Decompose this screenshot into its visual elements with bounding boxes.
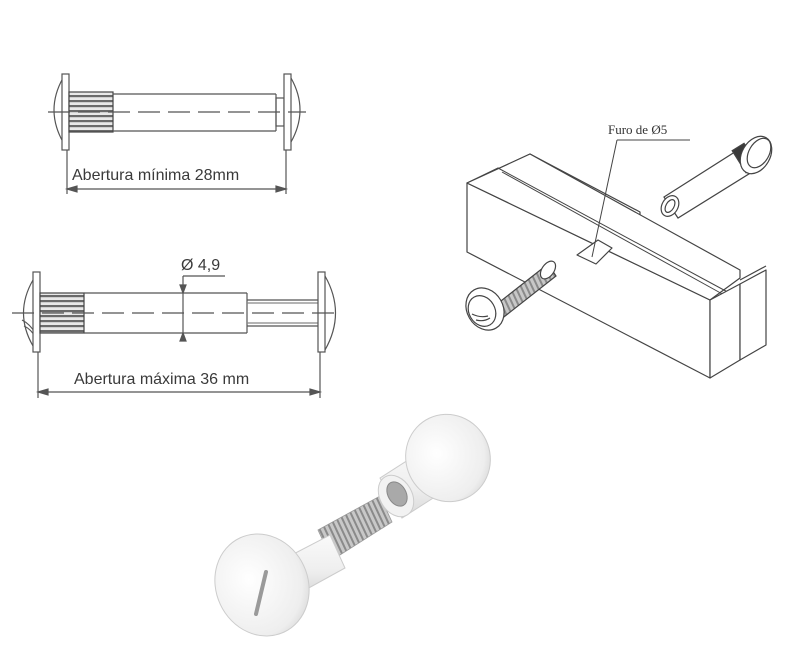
diameter-label: Ø 4,9 bbox=[181, 257, 220, 274]
max-opening-label: Abertura máxima 36 mm bbox=[74, 371, 249, 388]
isometric-screw bbox=[465, 260, 557, 331]
screw-max-opening-drawing bbox=[12, 271, 340, 398]
isometric-barrel bbox=[660, 135, 773, 219]
slot-icon bbox=[254, 570, 268, 616]
min-opening-label: Abertura mínima 28mm bbox=[72, 167, 239, 184]
isometric-assembly-drawing bbox=[466, 139, 767, 379]
binding-screw-photo bbox=[214, 413, 491, 637]
hole-callout-label: Furo de Ø5 bbox=[608, 122, 667, 137]
screw-min-opening-drawing bbox=[48, 73, 306, 194]
left-head-dome bbox=[53, 77, 64, 143]
